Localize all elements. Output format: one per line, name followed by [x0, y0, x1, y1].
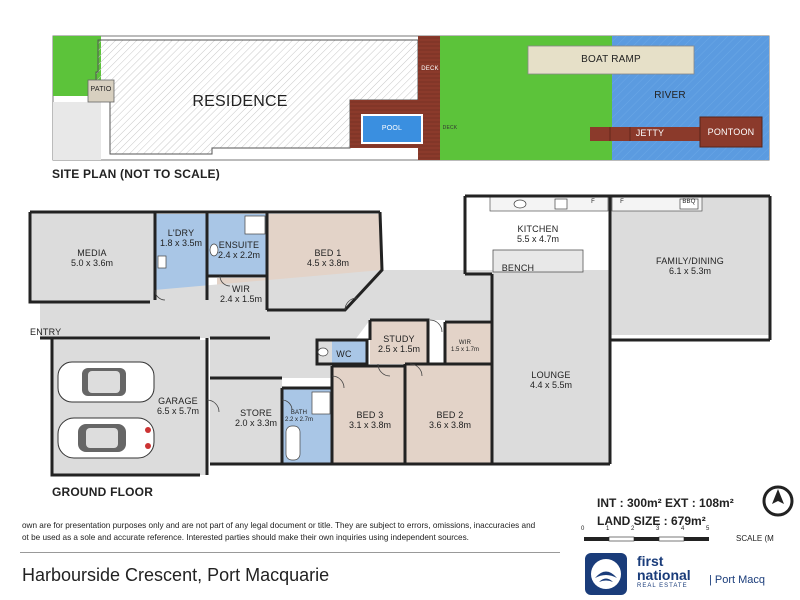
land-size: LAND SIZE : 679m² — [597, 514, 706, 528]
media-fill — [30, 212, 155, 302]
deck-label-lower: DECK — [442, 125, 458, 131]
study-fill — [370, 320, 428, 364]
fridge-label-a: F — [591, 199, 595, 205]
car-bottom — [57, 417, 155, 459]
scale-tick: 2 — [631, 526, 635, 532]
int-ext-area: INT : 300m² EXT : 108m² — [597, 496, 734, 510]
brand-office: | Port Macq — [709, 574, 766, 586]
deck-label-upper: DECK — [421, 66, 439, 72]
scale-bar — [584, 536, 709, 542]
bed3-fill — [332, 366, 405, 464]
brand-national: national — [637, 567, 691, 583]
bench-label: BENCH — [501, 263, 535, 273]
ensuite-basin — [209, 243, 219, 257]
wc-label: WC — [336, 349, 352, 359]
store-fill — [210, 378, 282, 464]
patio-label: PATIO — [90, 86, 112, 93]
pool — [361, 114, 423, 144]
site-plan — [52, 35, 770, 161]
property-address: Harbourside Crescent, Port Macquarie — [22, 565, 330, 585]
bbq-grill — [679, 198, 699, 210]
floor-plan — [28, 194, 772, 477]
car-top — [57, 361, 155, 403]
pontoon — [699, 116, 763, 148]
pool-label: POOL — [381, 125, 403, 132]
kitchen-bench — [492, 249, 584, 273]
area-stats: INT : 300m² EXT : 108m² LAND SIZE : 679m… — [597, 494, 734, 530]
fixtures — [157, 198, 699, 461]
boat-ramp — [527, 45, 695, 75]
scale-tick: 1 — [606, 526, 610, 532]
scale-tick: 3 — [656, 526, 660, 532]
kitchen-sink — [513, 199, 527, 209]
ground-floor-heading: GROUND FLOOR — [52, 485, 154, 499]
scale-label: SCALE (M — [736, 534, 774, 543]
bath-shower — [311, 391, 331, 415]
brand-real-estate: REAL ESTATE — [637, 583, 688, 589]
site-plan-heading: SITE PLAN (NOT TO SCALE) — [52, 167, 220, 181]
lounge-fill — [492, 274, 610, 464]
wir2-fill — [445, 322, 492, 364]
doors — [154, 275, 443, 413]
cooktop — [554, 198, 568, 210]
ensuite-shower — [244, 215, 266, 235]
fridge-label-b: F — [620, 199, 624, 205]
disclaimer-line-1: own are for presentation purposes only a… — [22, 521, 536, 530]
scale-tick: 5 — [706, 526, 710, 532]
brand-logo — [585, 553, 627, 595]
brand-first: first — [637, 553, 664, 569]
walls — [28, 194, 772, 477]
river-label: RIVER — [654, 90, 686, 101]
patio — [87, 79, 115, 103]
jetty — [590, 127, 700, 141]
driveway — [53, 102, 101, 160]
boat-ramp-label: BOAT RAMP — [581, 54, 641, 65]
scale-tick: 4 — [681, 526, 685, 532]
disclaimer-line-2: ot be used as a sole and accurate refere… — [22, 533, 469, 542]
jetty-label: JETTY — [635, 128, 665, 138]
laundry-tub — [157, 255, 167, 269]
divider — [20, 552, 560, 553]
bbq-label: BBQ — [682, 199, 696, 205]
scale-tick: 0 — [581, 526, 585, 532]
residence-label: RESIDENCE — [192, 93, 288, 110]
pontoon-label: PONTOON — [707, 127, 755, 137]
wc-toilet — [317, 347, 329, 357]
compass-icon — [762, 485, 794, 517]
family-fill — [610, 196, 770, 335]
corridor-fill — [210, 338, 332, 378]
bed2-fill — [405, 364, 492, 464]
entry-label: ENTRY — [30, 327, 62, 337]
brand-logo-icon — [591, 559, 621, 589]
bath-tub — [285, 425, 301, 461]
